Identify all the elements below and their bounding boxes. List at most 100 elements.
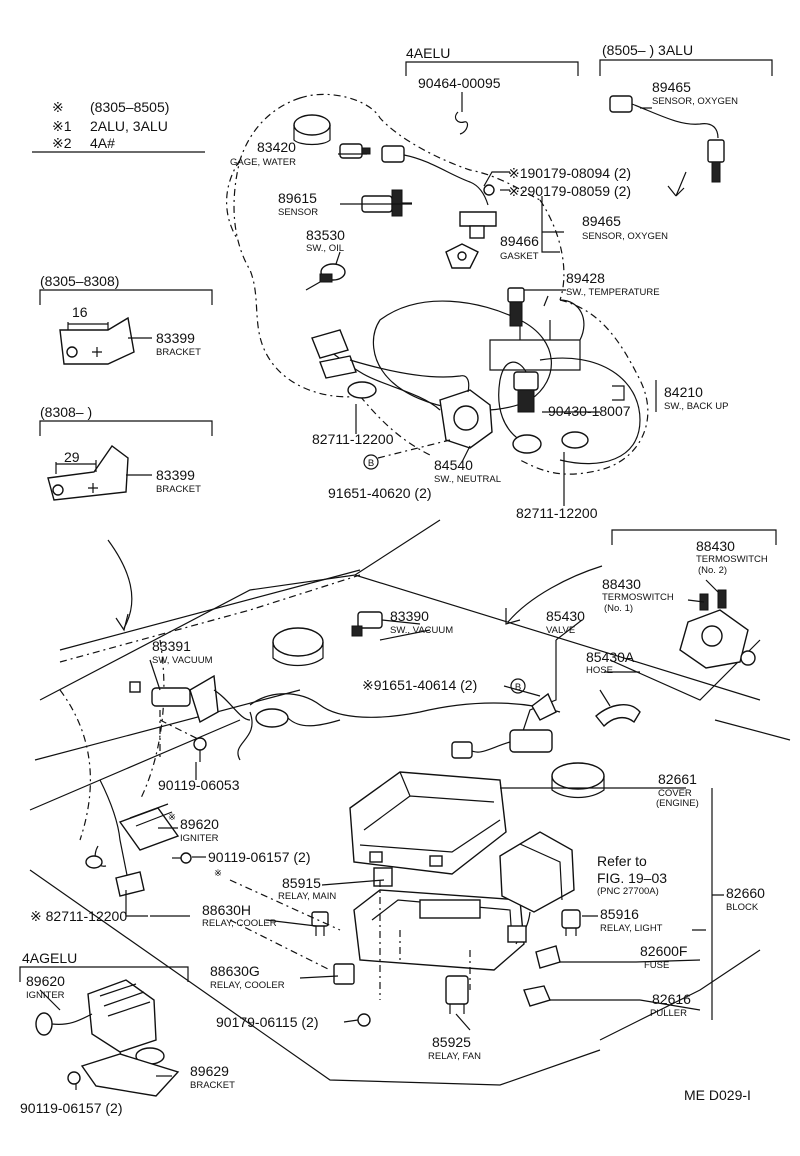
leader-lines <box>39 92 724 1090</box>
callout-82600f-name: FUSE <box>644 960 669 971</box>
sensor-89615 <box>361 189 412 217</box>
hose-clamp <box>255 708 289 728</box>
callout-89620a-pn: 89620 <box>180 816 219 832</box>
callout-91651a-pn: 91651-40620 (2) <box>328 485 432 501</box>
callout-89466-pn: 89466 <box>500 233 539 249</box>
callout-89428-name: SW., TEMPERATURE <box>566 287 660 298</box>
radiator-cap <box>293 114 331 136</box>
b-marker-1-text: B <box>368 458 374 469</box>
group-4aelu-bracket <box>405 61 579 76</box>
group-brackets: 4AELU (8505– ) 3ALU (8305–8308) (8308– )… <box>19 42 777 982</box>
callout-89629-name: BRACKET <box>190 1080 235 1091</box>
star-mark-1: ※ <box>168 812 176 823</box>
reservoir-cap-right <box>551 762 605 790</box>
bolt-90119-06157 <box>172 852 192 864</box>
bracket-89629 <box>80 1053 180 1097</box>
callout-84210-pn: 84210 <box>664 384 703 400</box>
igniter-89620 <box>94 779 180 897</box>
legend-mark-1: ※ <box>52 99 64 115</box>
legend-text-1: (8305–8505) <box>90 99 169 115</box>
group-8505-label: (8505– ) 3ALU <box>602 42 693 58</box>
callout-83399a-name: BRACKET <box>156 347 201 358</box>
arrow-o2 <box>667 171 687 197</box>
clamp-82711-left <box>347 381 377 399</box>
dim-16: 16 <box>72 304 88 320</box>
igniter-4agelu <box>35 979 180 1097</box>
callout-90119a-pn: 90119-06053 <box>158 777 240 793</box>
refer-line-1: Refer to <box>597 853 647 869</box>
fuse-puller <box>523 985 551 1007</box>
callout-89620b-pn: 89620 <box>26 973 65 989</box>
group-4aelu-label: 4AELU <box>406 45 450 61</box>
callout-90464-pn: 90464-00095 <box>418 75 501 91</box>
callout-82711a-pn: 82711-12200 <box>312 431 394 447</box>
callout-85916-pn: 85916 <box>600 906 639 922</box>
top-parts: B <box>293 95 725 470</box>
callout-83390-pn: 83390 <box>390 608 429 624</box>
block-connector <box>507 925 527 943</box>
neutral-switch <box>319 344 493 449</box>
arrow-left-curve <box>107 539 133 629</box>
callout-84210-name: SW., BACK UP <box>664 401 728 412</box>
group-termoswitch-bracket <box>611 529 777 545</box>
group-8308-label: (8308– ) <box>40 404 92 420</box>
callout-83530-name: SW., OIL <box>306 243 344 254</box>
callout-90179-pn: 90179-06115 (2) <box>216 1014 318 1030</box>
callout-84540-pn: 84540 <box>434 457 473 473</box>
callout-83420-name: GAGE, WATER <box>230 157 296 168</box>
callout-88430b-sub: (No. 1) <box>604 603 633 614</box>
callout-83390-name: SW., VACUUM <box>390 625 453 636</box>
bracket-83399-a: 16 <box>59 304 135 365</box>
bracket-83399-b: 29 <box>47 445 129 501</box>
lower-parts: B <box>85 589 756 1027</box>
oxygen-sensor-3alu <box>609 95 725 183</box>
callout-89620b-name: IGNITER <box>26 990 65 1001</box>
callout-82660-name: BLOCK <box>726 902 759 913</box>
refer-line-3: (PNC 27700A) <box>597 886 659 897</box>
back-up-switch <box>498 361 542 454</box>
relay-box-main <box>499 831 575 913</box>
group-4agelu-bracket <box>19 966 189 982</box>
b-marker-2 <box>510 678 526 694</box>
callout-89465a-pn: 89465 <box>652 79 691 95</box>
callout-88430a-pn: 88430 <box>696 538 735 554</box>
callout-89615-pn: 89615 <box>278 190 317 206</box>
callout-89620a-name: IGNITER <box>180 833 219 844</box>
group-8305-label: (8305–8308) <box>40 273 119 289</box>
clamp-82711-lower <box>85 855 103 869</box>
clamp-82711-right <box>561 431 589 449</box>
callout-83420-pn: 83420 <box>257 139 296 155</box>
oxygen-sensor-4aelu <box>381 145 497 239</box>
legend-mark-2: ※1 <box>52 118 72 134</box>
arrow-right-curve <box>507 565 603 623</box>
callout-90430-pn: 90430-18007 <box>548 403 631 419</box>
relay-light <box>561 909 581 936</box>
relay-main <box>373 867 393 887</box>
vacuum-switch-83390 <box>351 611 383 637</box>
group-8505-bracket <box>599 59 773 76</box>
callout-88430a-sub: (No. 2) <box>698 565 727 576</box>
callout-82616-pn: 82616 <box>652 991 691 1007</box>
water-gage-sensor <box>339 143 371 159</box>
callout-91651b-pn: ※91651-40614 (2) <box>362 677 477 693</box>
b-marker-1 <box>363 454 379 470</box>
oxygen-sensor-clip <box>454 111 469 135</box>
temperature-switch <box>507 287 525 327</box>
callout-83391-name: SW, VACUUM <box>152 655 213 666</box>
callout-88430a-name: TERMOSWITCH <box>696 554 768 565</box>
callout-83391-pn: 83391 <box>152 638 191 654</box>
callout-88630g-pn: 88630G <box>210 963 260 979</box>
engine-cover-82661 <box>349 771 507 875</box>
callout-83399b-pn: 83399 <box>156 467 195 483</box>
callout-84540-name: SW., NEUTRAL <box>434 474 501 485</box>
relay-fan <box>445 975 469 1014</box>
group-4agelu-label: 4AGELU <box>22 950 77 966</box>
legend-text-3: 4A# <box>90 135 115 151</box>
callout-85430a-pn: 85430A <box>586 649 635 665</box>
callout-89629-pn: 89629 <box>190 1063 229 1079</box>
hose-85430a <box>595 704 641 728</box>
legend: ※ (8305–8505) ※1 2ALU, 3ALU ※2 4A# <box>32 99 205 153</box>
callout-89465b-pn: 89465 <box>582 213 621 229</box>
engine-bay <box>29 519 791 1086</box>
callout-89465a-name: SENSOR, OXYGEN <box>652 96 738 107</box>
